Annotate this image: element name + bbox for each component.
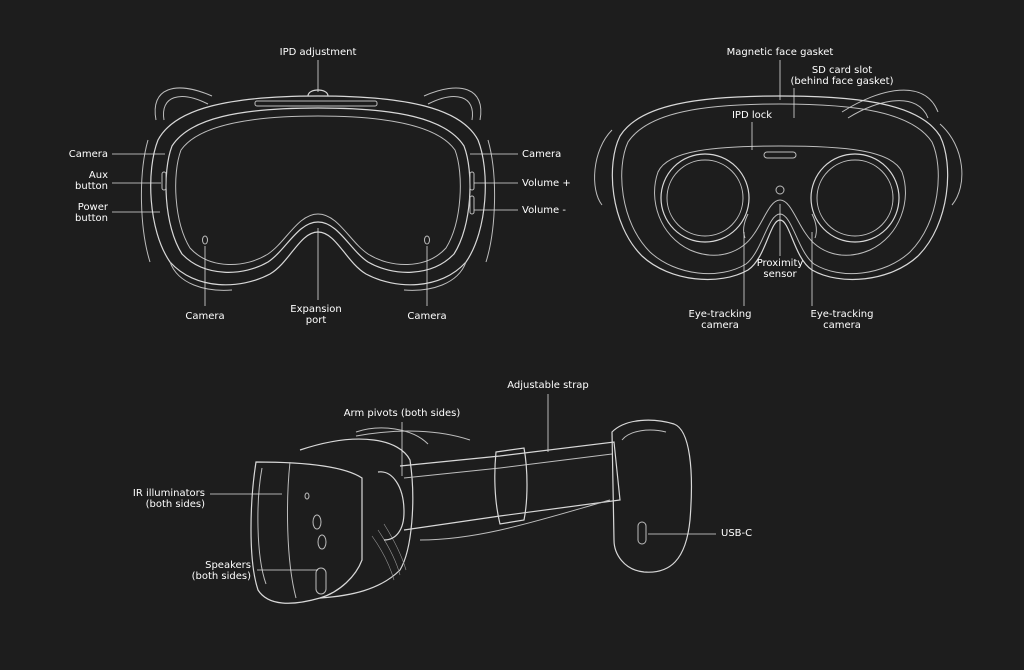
speakers-label: Speakers (both sides)	[191, 560, 251, 582]
camera-lower-left-label: Camera	[185, 311, 225, 322]
ipd-adjustment-label: IPD adjustment	[279, 47, 357, 58]
usb-c-label: USB-C	[721, 528, 753, 539]
magnetic-face-gasket-label: Magnetic face gasket	[726, 47, 834, 58]
eye-tracking-camera-right-label: Eye-tracking camera	[810, 309, 874, 331]
expansion-port-label: Expansion port	[290, 304, 342, 326]
proximity-sensor-label: Proximity sensor	[756, 258, 804, 280]
camera-upper-right-label: Camera	[522, 149, 562, 160]
camera-upper-left-label: Camera	[68, 149, 108, 160]
rear-view-leaders	[743, 60, 813, 306]
side-view-leaders	[210, 394, 716, 571]
arm-pivots-label: Arm pivots (both sides)	[343, 408, 461, 419]
eye-tracking-camera-left-label: Eye-tracking camera	[688, 309, 752, 331]
sd-card-slot-label: SD card slot (behind face gasket)	[790, 65, 894, 87]
ipd-lock-label: IPD lock	[731, 110, 773, 121]
aux-button-label: Aux button	[75, 170, 108, 192]
camera-lower-right-label: Camera	[407, 311, 447, 322]
power-button-label: Power button	[75, 202, 108, 224]
rear-view-headset	[594, 89, 963, 281]
side-view-headset	[250, 419, 693, 604]
adjustable-strap-label: Adjustable strap	[507, 380, 589, 391]
volume-down-label: Volume -	[522, 205, 566, 216]
volume-up-label: Volume +	[522, 178, 571, 189]
front-view-leaders	[112, 60, 518, 306]
ir-illuminators-label: IR illuminators (both sides)	[132, 488, 205, 510]
